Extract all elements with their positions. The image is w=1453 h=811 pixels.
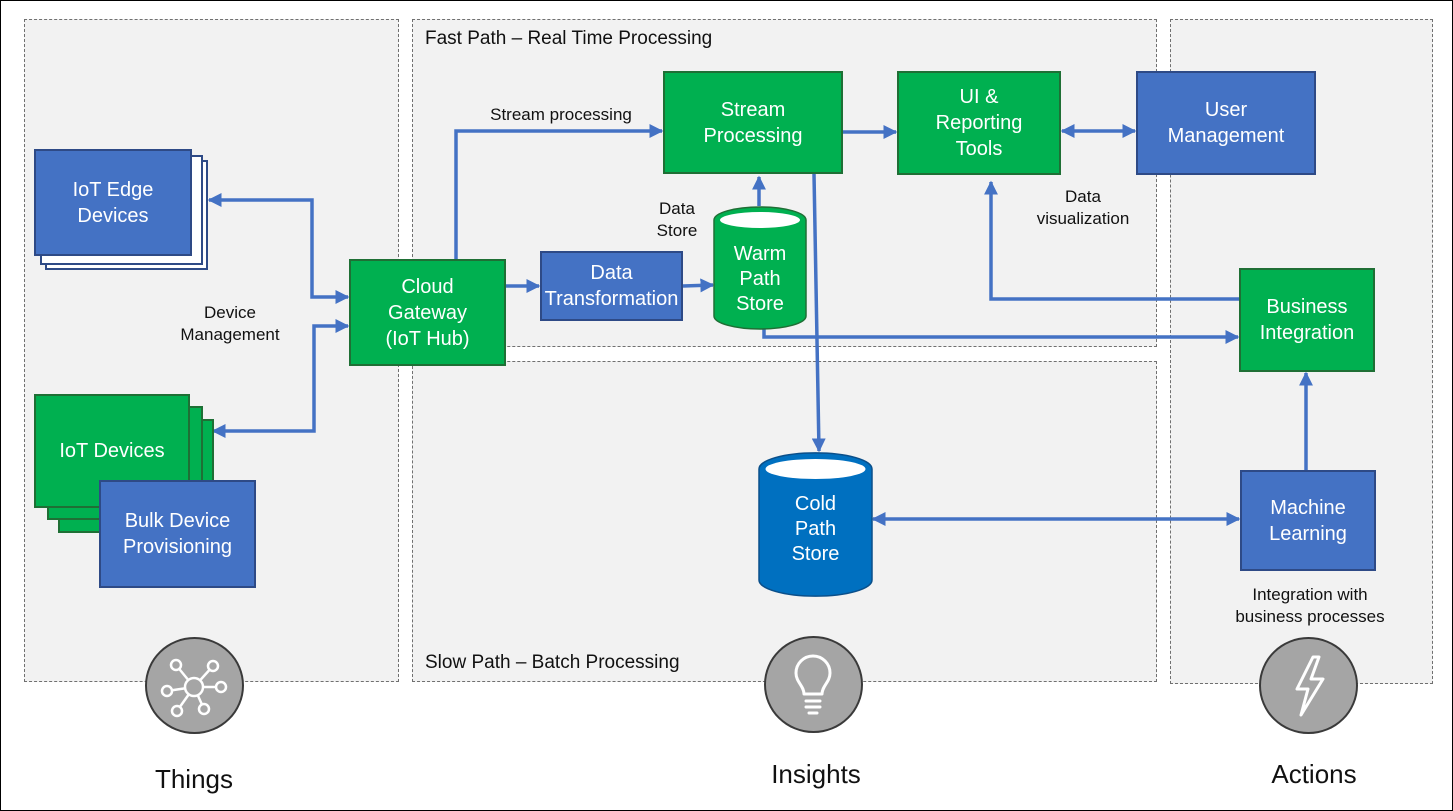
cold-path-store-label: Cold Path Store — [791, 493, 840, 565]
data-transformation-box: Data Transformation — [540, 251, 683, 321]
data-visualization-label: Data visualization — [1036, 187, 1130, 228]
machine-learning-box: Machine Learning — [1240, 470, 1376, 571]
data-store-label: Data Store — [656, 199, 698, 240]
devices-gateway-arrow — [211, 319, 350, 438]
transform-warm-arrow — [682, 278, 715, 293]
stream-processing-label: Stream processing — [490, 105, 632, 124]
device-management-label: Device Management — [180, 303, 280, 344]
edge-gateway-arrow — [207, 193, 350, 304]
cold-path-store-shape — [758, 452, 873, 597]
ui-reporting-tools-box: UI & Reporting Tools — [897, 71, 1061, 175]
stream-processing-box: Stream Processing — [663, 71, 843, 174]
user-management-box: User Management — [1136, 71, 1316, 175]
warm-path-store-cylinder: Warm Path Store — [713, 206, 807, 330]
cold-path-store-cylinder: Cold Path Store — [758, 452, 873, 597]
bulk-device-provisioning-box: Bulk Device Provisioning — [99, 480, 256, 588]
business-integration-box: Business Integration — [1239, 268, 1375, 372]
gateway-stream-arrow — [454, 124, 664, 259]
warm-business-arrow — [762, 327, 1240, 344]
actions-label: Actions — [1271, 759, 1357, 789]
integration-business-label: Integration with business processes — [1235, 585, 1385, 626]
lightning-bolt-icon — [1259, 637, 1358, 734]
slow-path-title: Slow Path – Batch Processing — [425, 652, 680, 673]
network-hub-icon — [145, 637, 244, 734]
lightbulb-icon — [764, 636, 863, 733]
business-ui-arrow — [984, 180, 1239, 301]
things-label: Things — [154, 764, 234, 794]
warm-path-store-shape — [713, 206, 807, 330]
cloud-gateway-box: Cloud Gateway (IoT Hub) — [349, 259, 506, 366]
insights-label: Insights — [771, 759, 861, 789]
iot-edge-devices-box: IoT Edge Devices — [34, 149, 192, 256]
warm-path-store-label: Warm Path Store — [733, 243, 787, 315]
stream-cold-arrow — [811, 173, 826, 453]
fast-path-title: Fast Path – Real Time Processing — [425, 28, 713, 49]
